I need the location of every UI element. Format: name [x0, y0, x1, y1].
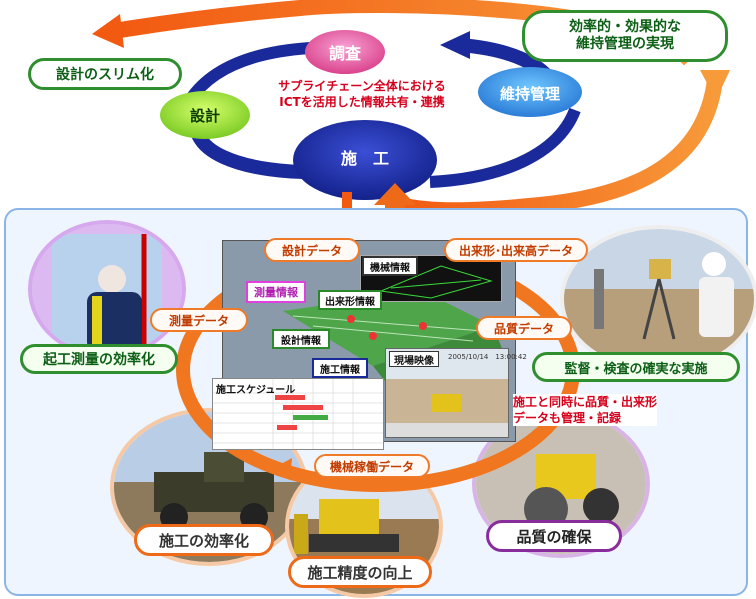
schedule-grid [213, 379, 383, 449]
design-slim-badge: 設計のスリム化 [28, 58, 182, 90]
survey-info-tag: 測量情報 [246, 281, 306, 303]
efficient-maintenance-badge: 効率的・効果的な 維持管理の実現 [522, 10, 728, 62]
construction-efficiency-badge: 施工の効率化 [134, 524, 274, 556]
machine-data-tag: 機械稼働データ [314, 454, 430, 478]
kiko-efficiency-badge: 起工測量の効率化 [20, 344, 178, 374]
top-cycle-graphic [92, 0, 730, 230]
schedule-subscreen [212, 378, 384, 450]
inspection-badge: 監督・検査の確実な実施 [532, 352, 740, 382]
quality-record-note: 施工と同時に品質・出来形 データも管理・記録 [513, 394, 658, 426]
video-timestamp: 2005/10/14 13:00:42 [448, 353, 527, 361]
survey-label: 調査 [328, 44, 361, 63]
construction-info-tag: 施工情報 [312, 358, 368, 378]
survey-data-tag: 測量データ [150, 308, 248, 332]
construction-label: 施 工 [340, 149, 389, 168]
machine-wireframe [379, 265, 493, 299]
quality-data-tag: 品質データ [476, 316, 572, 340]
maintenance-label: 維持管理 [499, 84, 560, 103]
design-data-tag: 設計データ [264, 238, 360, 262]
site-video-tag: 現場映像 [389, 351, 439, 367]
surveyor-illustration [32, 224, 182, 354]
schedule-title: 施工スケジュール [216, 385, 296, 396]
machine-info-tag: 機械情報 [362, 256, 418, 276]
dekigata-info-tag: 出来形情報 [318, 290, 382, 310]
design-info-tag: 設計情報 [272, 329, 330, 349]
design-label: 設計 [189, 106, 220, 125]
precision-badge: 施工精度の向上 [288, 556, 432, 588]
supply-chain-text: サプライチェーン全体における ICTを活用した情報共有・連携 [278, 79, 446, 109]
dekigata-data-tag: 出来形･出来高データ [444, 238, 588, 262]
quality-assurance-badge: 品質の確保 [486, 520, 622, 552]
